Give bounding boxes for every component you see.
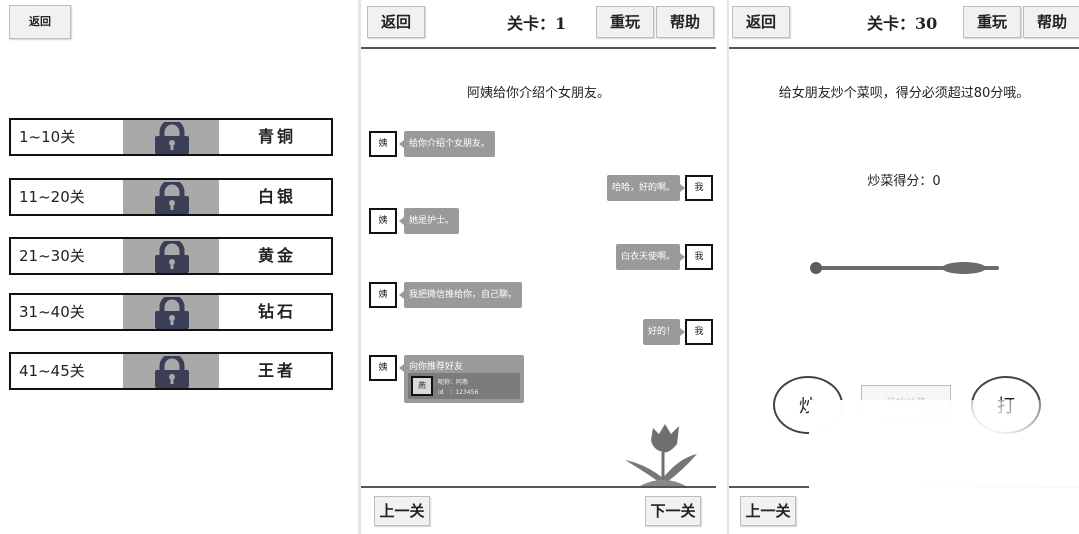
- fade-overlay: [809, 400, 1079, 534]
- lock-icon: [155, 182, 189, 214]
- top-divider: [361, 47, 716, 49]
- chat-bubble-right: 哈哈，好的啊。: [606, 175, 686, 201]
- top-bar: 返回 关卡：30 重玩 帮助: [729, 0, 1079, 46]
- avatar-me: 我: [685, 319, 713, 345]
- chat-bubble-left: 她是护士。: [398, 208, 460, 234]
- help-button[interactable]: 帮助: [1023, 6, 1079, 38]
- lock-cell: [123, 239, 219, 273]
- level-select-screen: 返回 1~10关 青铜 11~20关 白银 21~30关 黄金 31~40关 钻…: [0, 0, 358, 534]
- level-indicator: 关卡：30: [867, 14, 938, 33]
- avatar-auntie: 姨: [369, 208, 397, 234]
- contact-card[interactable]: 向你推荐好友 燕 昵称：阿燕 id ：123456: [399, 355, 524, 403]
- level-name: 青铜: [257, 127, 296, 146]
- avatar-auntie: 姨: [369, 282, 397, 308]
- chat-bubble-right: 白衣天使啊。: [615, 244, 686, 270]
- top-divider: [729, 47, 1079, 49]
- level-range: 41~45关: [19, 362, 85, 380]
- level-row-bronze[interactable]: 1~10关 青铜: [9, 118, 333, 156]
- back-button[interactable]: 返回: [9, 5, 71, 39]
- replay-button[interactable]: 重玩: [596, 6, 654, 38]
- level-row-king[interactable]: 41~45关 王者: [9, 352, 333, 390]
- back-button[interactable]: 返回: [732, 6, 790, 38]
- panel-divider: [358, 0, 361, 534]
- cooking-level-screen: 返回 关卡：30 重玩 帮助 给女朋友炒个菜呗，得分必须超过80分哦。 炒菜得分…: [729, 0, 1079, 534]
- level-row-gold[interactable]: 21~30关 黄金: [9, 237, 333, 275]
- help-button[interactable]: 帮助: [656, 6, 714, 38]
- contact-avatar: 燕: [411, 376, 433, 396]
- level-name: 钻石: [257, 302, 296, 321]
- level-name: 白银: [257, 187, 296, 206]
- level-title: 阿姨给你介绍个女朋友。: [466, 86, 610, 101]
- bottom-divider: [361, 486, 716, 488]
- lock-cell: [123, 180, 219, 214]
- chat-bubble-left: 我把微信推给你，自己聊。: [398, 282, 523, 308]
- level-row-silver[interactable]: 11~20关 白银: [9, 178, 333, 216]
- avatar-auntie: 姨: [369, 355, 397, 381]
- lock-icon: [155, 241, 189, 273]
- prev-level-button[interactable]: 上一关: [740, 496, 796, 526]
- level-range: 11~20关: [19, 188, 85, 206]
- level-name: 王者: [257, 361, 296, 380]
- chat-bubble-right: 好的！: [642, 319, 686, 345]
- contact-card-body: 燕 昵称：阿燕 id ：123456: [408, 373, 520, 399]
- panel-gap: [716, 0, 729, 534]
- contact-id: id ：123456: [438, 389, 479, 396]
- lock-icon: [155, 297, 189, 329]
- level-name: 黄金: [257, 246, 296, 265]
- prev-level-button[interactable]: 上一关: [374, 496, 430, 526]
- lock-icon: [155, 122, 189, 154]
- chat-level-screen: 返回 关卡：1 重玩 帮助 阿姨给你介绍个女朋友。 姨 给你介绍个女朋友。 我 …: [361, 0, 716, 534]
- avatar-auntie: 姨: [369, 131, 397, 157]
- top-bar: 返回 关卡：1 重玩 帮助: [361, 0, 716, 46]
- contact-nickname: 昵称：阿燕: [438, 379, 469, 386]
- lock-icon: [155, 356, 189, 388]
- avatar-me: 我: [685, 244, 713, 270]
- contact-card-title: 向你推荐好友: [409, 362, 464, 372]
- level-title: 给女朋友炒个菜呗，得分必须超过80分哦。: [778, 86, 1030, 101]
- level-range: 1~10关: [19, 128, 76, 146]
- level-range: 21~30关: [19, 247, 85, 265]
- lock-cell: [123, 120, 219, 154]
- level-indicator: 关卡：1: [507, 14, 567, 33]
- avatar-me: 我: [685, 175, 713, 201]
- lock-cell: [123, 354, 219, 388]
- panel-divider: [727, 0, 729, 534]
- level-range: 31~40关: [19, 303, 85, 321]
- back-button[interactable]: 返回: [367, 6, 425, 38]
- level-row-diamond[interactable]: 31~40关 钻石: [9, 293, 333, 331]
- flower-plant-icon: [625, 424, 697, 488]
- spatula-icon: [810, 262, 999, 274]
- chat-bubble-left: 给你介绍个女朋友。: [398, 131, 496, 157]
- next-level-button[interactable]: 下一关: [645, 496, 701, 526]
- replay-button[interactable]: 重玩: [963, 6, 1021, 38]
- cooking-score: 炒菜得分：0: [867, 174, 941, 189]
- lock-cell: [123, 295, 219, 329]
